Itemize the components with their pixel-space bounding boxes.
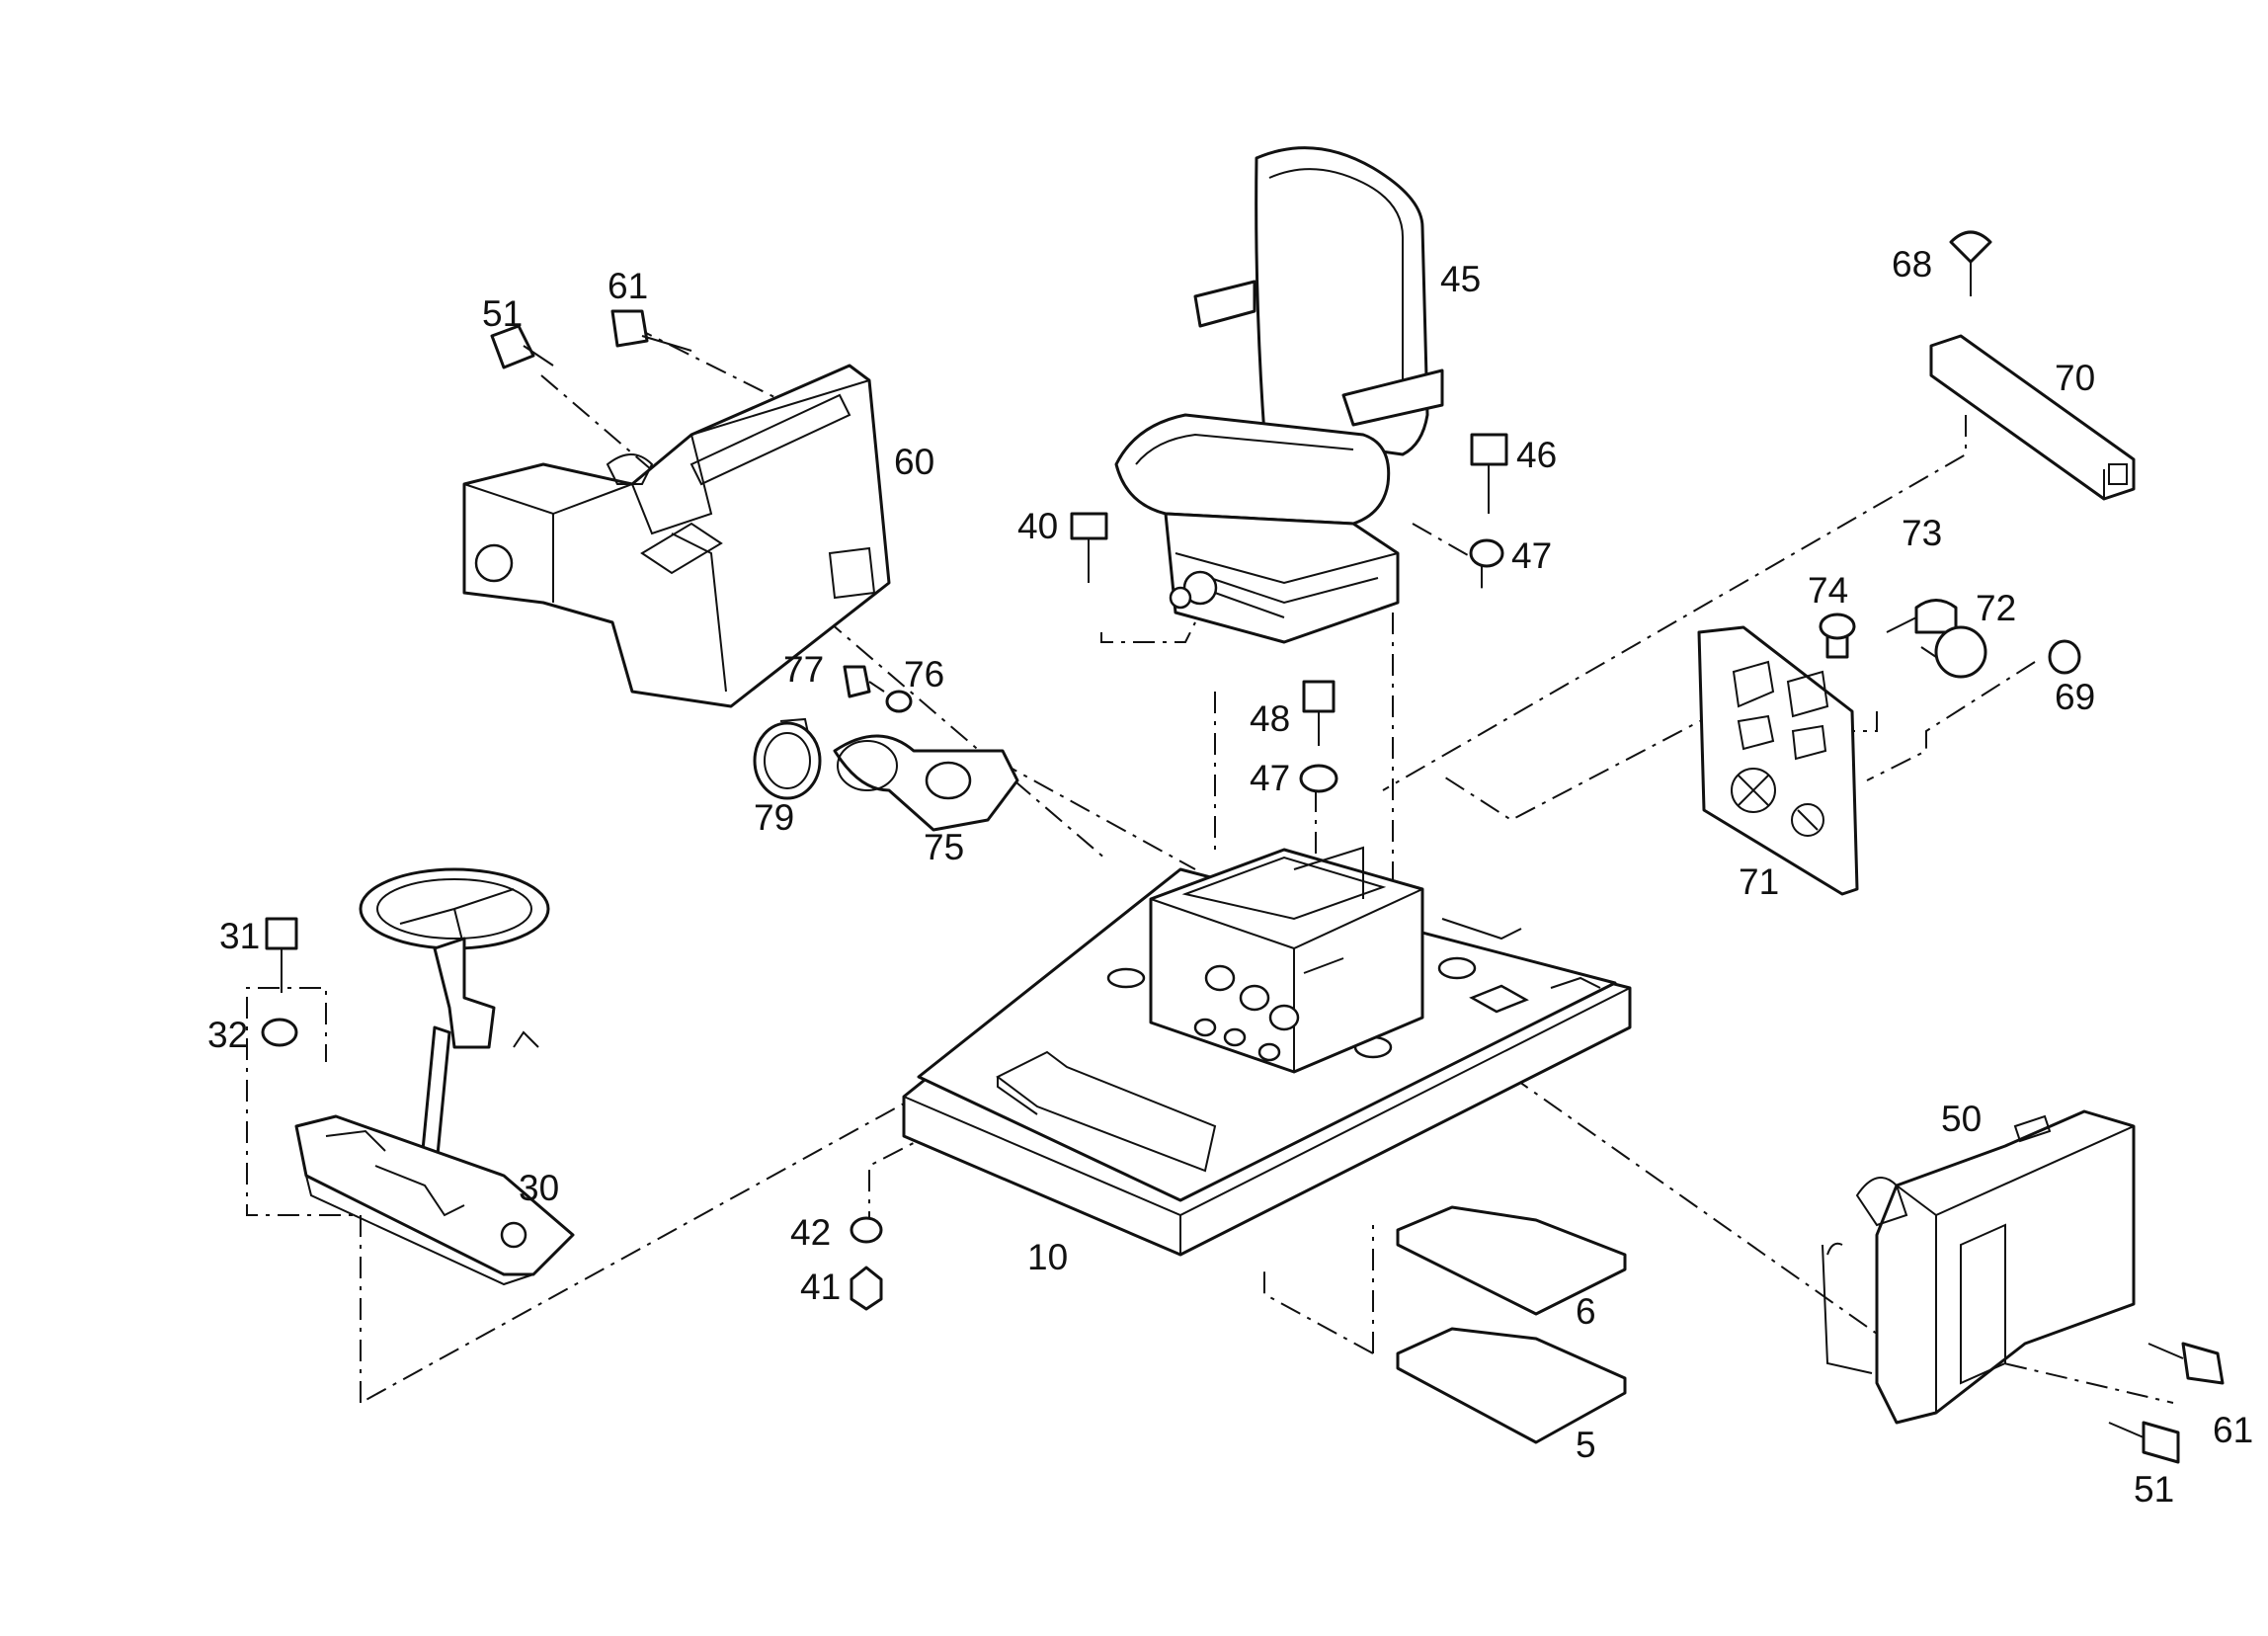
instrument-panel-part-71 [1697, 625, 1859, 896]
callout-labels: 5 6 10 30 31 32 40 41 42 45 46 47 47 48 … [207, 244, 2253, 1510]
callout-41: 41 [800, 1267, 841, 1307]
callout-71: 71 [1739, 861, 1779, 902]
callout-79: 79 [754, 797, 794, 838]
callout-42: 42 [790, 1212, 831, 1253]
callout-69: 69 [2055, 677, 2095, 717]
duct-elbow-part-75 [833, 734, 1019, 832]
fasteners [261, 230, 2225, 1464]
callout-10: 10 [1027, 1237, 1068, 1277]
callout-50: 50 [1941, 1099, 1982, 1139]
callout-30: 30 [519, 1168, 559, 1208]
steering-column-part-30 [294, 867, 575, 1286]
callout-76: 76 [904, 654, 944, 695]
callout-45: 45 [1440, 259, 1481, 299]
callout-61a: 61 [608, 266, 648, 306]
callout-74: 74 [1808, 570, 1848, 611]
operator-seat-part-45 [1114, 146, 1444, 644]
callout-51b: 51 [2134, 1469, 2174, 1510]
callout-48: 48 [1250, 698, 1290, 739]
callout-51a: 51 [482, 293, 523, 334]
callout-68: 68 [1892, 244, 1932, 285]
callout-40: 40 [1017, 506, 1058, 546]
callout-47b: 47 [1250, 758, 1290, 798]
right-console-part-50 [1822, 1109, 2136, 1425]
callout-73: 73 [1902, 513, 1942, 553]
callout-60: 60 [894, 442, 934, 482]
callout-47a: 47 [1511, 535, 1552, 576]
callout-75: 75 [924, 827, 964, 867]
callout-61b: 61 [2213, 1410, 2253, 1450]
callout-46: 46 [1516, 435, 1557, 475]
callout-32: 32 [207, 1015, 248, 1055]
callout-77: 77 [783, 649, 824, 690]
seat-riser-box [1149, 846, 1424, 1074]
left-console-part-60 [462, 364, 891, 708]
floor-mat-part-5 [1396, 1327, 1627, 1444]
callout-6: 6 [1576, 1291, 1596, 1332]
floor-mat-part-6 [1396, 1205, 1627, 1316]
square-tube-part-70 [1929, 334, 2136, 501]
callout-31: 31 [219, 916, 260, 956]
callout-5: 5 [1576, 1425, 1596, 1465]
hose-clamp-part-79 [753, 717, 822, 800]
callout-72: 72 [1976, 588, 2016, 628]
callout-70: 70 [2055, 358, 2095, 398]
